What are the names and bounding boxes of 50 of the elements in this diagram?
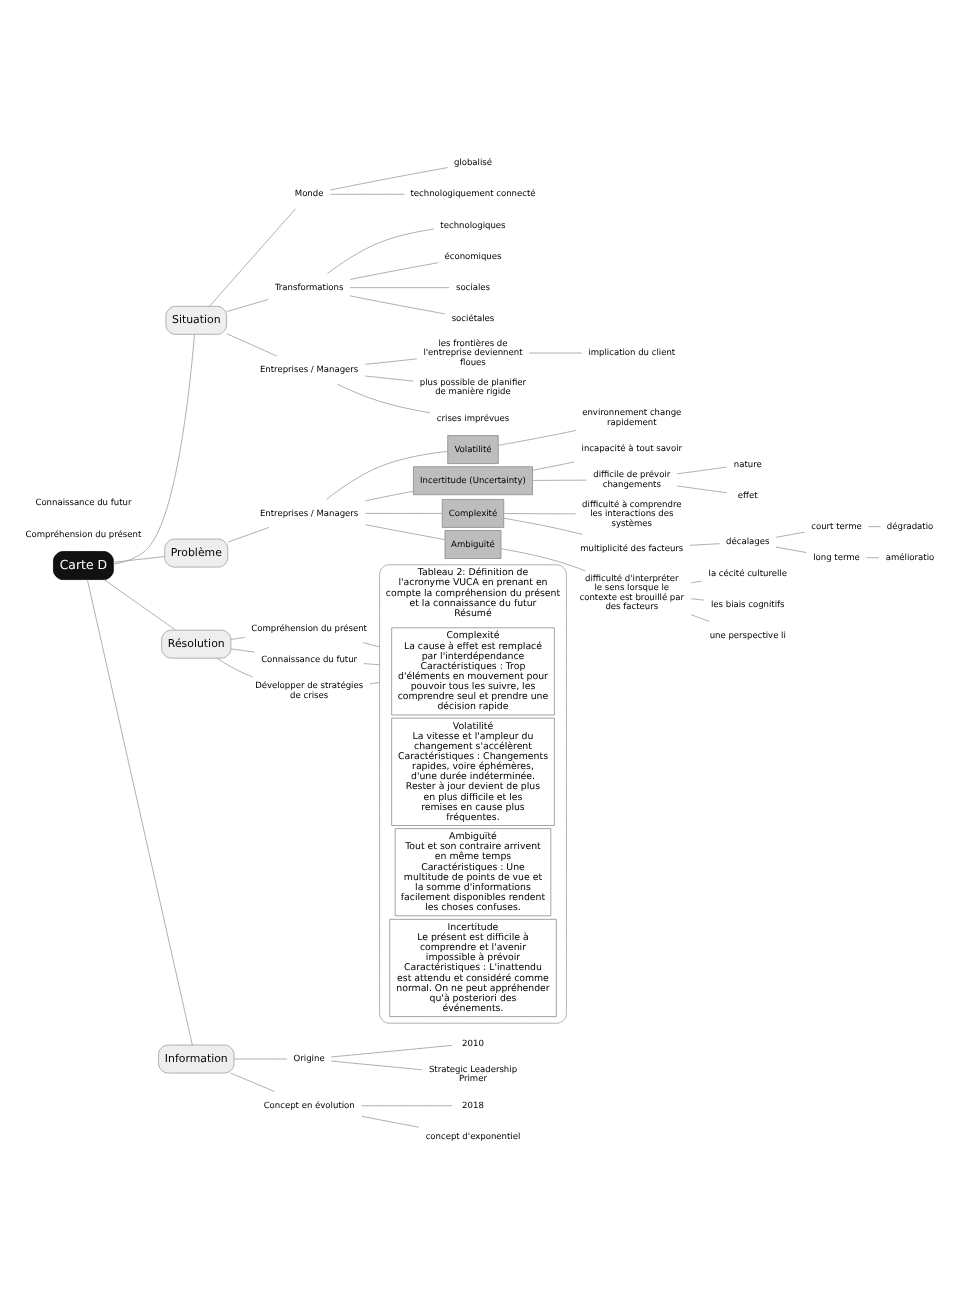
connector bbox=[503, 513, 577, 515]
connector bbox=[113, 556, 166, 563]
connector bbox=[364, 358, 418, 365]
connector bbox=[528, 352, 583, 354]
connector bbox=[676, 485, 727, 494]
connector bbox=[113, 334, 195, 565]
connector bbox=[365, 524, 446, 540]
connector bbox=[103, 579, 176, 631]
connector bbox=[364, 513, 443, 514]
connector bbox=[532, 479, 587, 481]
connector bbox=[775, 546, 807, 553]
connector bbox=[227, 527, 270, 543]
connector bbox=[363, 663, 380, 666]
connector bbox=[329, 167, 448, 191]
connector bbox=[230, 637, 246, 640]
connector bbox=[330, 1045, 453, 1058]
connector bbox=[209, 208, 297, 307]
connector bbox=[369, 682, 380, 685]
connector bbox=[361, 1105, 453, 1107]
connector bbox=[233, 1058, 288, 1060]
connector bbox=[866, 557, 880, 559]
connector bbox=[230, 648, 255, 653]
connector bbox=[362, 642, 380, 648]
connector bbox=[690, 598, 705, 601]
connector bbox=[868, 526, 881, 527]
connector bbox=[216, 657, 254, 678]
connector bbox=[503, 517, 583, 535]
connector bbox=[226, 299, 269, 312]
connector bbox=[230, 1072, 275, 1092]
connector bbox=[690, 614, 710, 622]
connector bbox=[349, 287, 450, 289]
connector bbox=[498, 430, 577, 446]
connector bbox=[330, 1060, 423, 1071]
connector bbox=[364, 375, 414, 382]
connector bbox=[690, 580, 702, 584]
connector bbox=[87, 579, 193, 1046]
connector bbox=[226, 333, 278, 357]
connector bbox=[349, 262, 439, 280]
connector bbox=[532, 461, 575, 471]
connector bbox=[500, 548, 586, 572]
connector bbox=[361, 1115, 420, 1128]
connector bbox=[689, 543, 720, 546]
connector bbox=[365, 490, 414, 502]
connector bbox=[676, 466, 727, 475]
connector bbox=[327, 228, 435, 274]
connector bbox=[337, 383, 431, 414]
connector bbox=[326, 451, 449, 500]
connector bbox=[330, 193, 405, 195]
connector bbox=[349, 295, 446, 315]
connector bbox=[775, 531, 805, 538]
